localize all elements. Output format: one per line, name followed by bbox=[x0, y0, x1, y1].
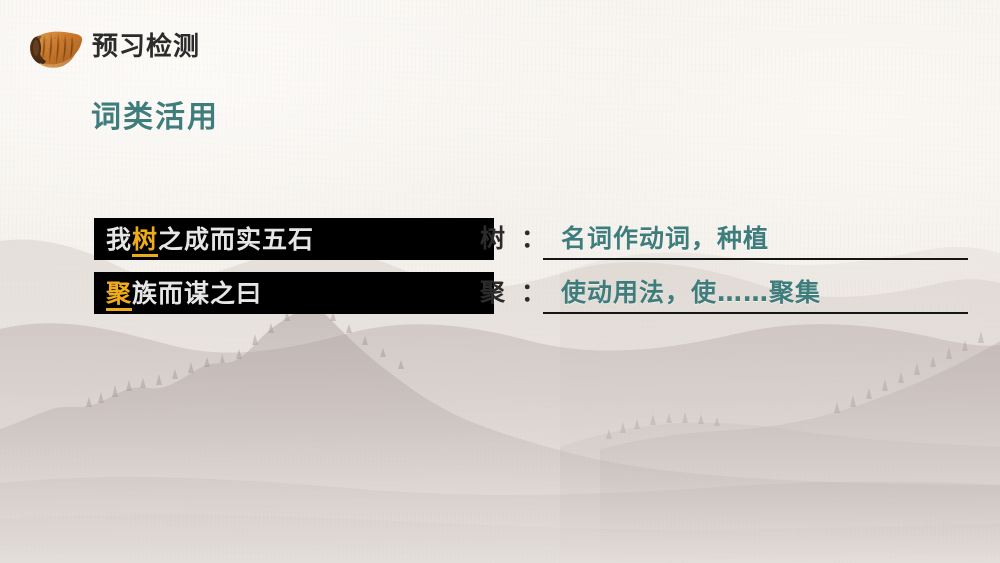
highlighted-word: 树 bbox=[132, 224, 159, 257]
section-heading: 词类活用 bbox=[91, 100, 219, 135]
answer-text: 使动用法，使……聚集 bbox=[561, 277, 822, 307]
slide-header: 预习检测 bbox=[28, 24, 200, 70]
page-title: 预习检测 bbox=[92, 32, 201, 62]
sentence-prefix: 我 bbox=[106, 224, 133, 254]
answer-underline-slot: 使动用法，使……聚集 bbox=[543, 272, 968, 314]
ink-wash-mountain-illustration bbox=[0, 233, 1000, 563]
answer-text: 名词作动词，种植 bbox=[561, 223, 770, 253]
sentence-text: 聚族而谋之曰 bbox=[106, 278, 263, 311]
bamboo-scroll-icon bbox=[28, 24, 86, 70]
separator-colon: ： bbox=[521, 278, 547, 307]
answer-underline-slot: 名词作动词，种植 bbox=[543, 218, 968, 260]
sentence-highlight-bar: 我树之成而实五石 bbox=[94, 218, 494, 260]
target-word-label: 树 bbox=[480, 224, 506, 253]
sentence-highlight-bar: 聚族而谋之曰 bbox=[94, 272, 494, 314]
highlighted-word: 聚 bbox=[106, 278, 133, 311]
target-word-label: 聚 bbox=[480, 278, 506, 307]
separator-colon: ： bbox=[521, 224, 547, 253]
word-usage-row: 聚族而谋之曰 聚 ： 使动用法，使……聚集 bbox=[0, 272, 1000, 316]
sentence-suffix: 之成而实五石 bbox=[158, 224, 315, 254]
sentence-text: 我树之成而实五石 bbox=[106, 224, 315, 257]
sentence-suffix: 族而谋之曰 bbox=[132, 278, 263, 308]
word-usage-row: 我树之成而实五石 树 ： 名词作动词，种植 bbox=[0, 218, 1000, 262]
